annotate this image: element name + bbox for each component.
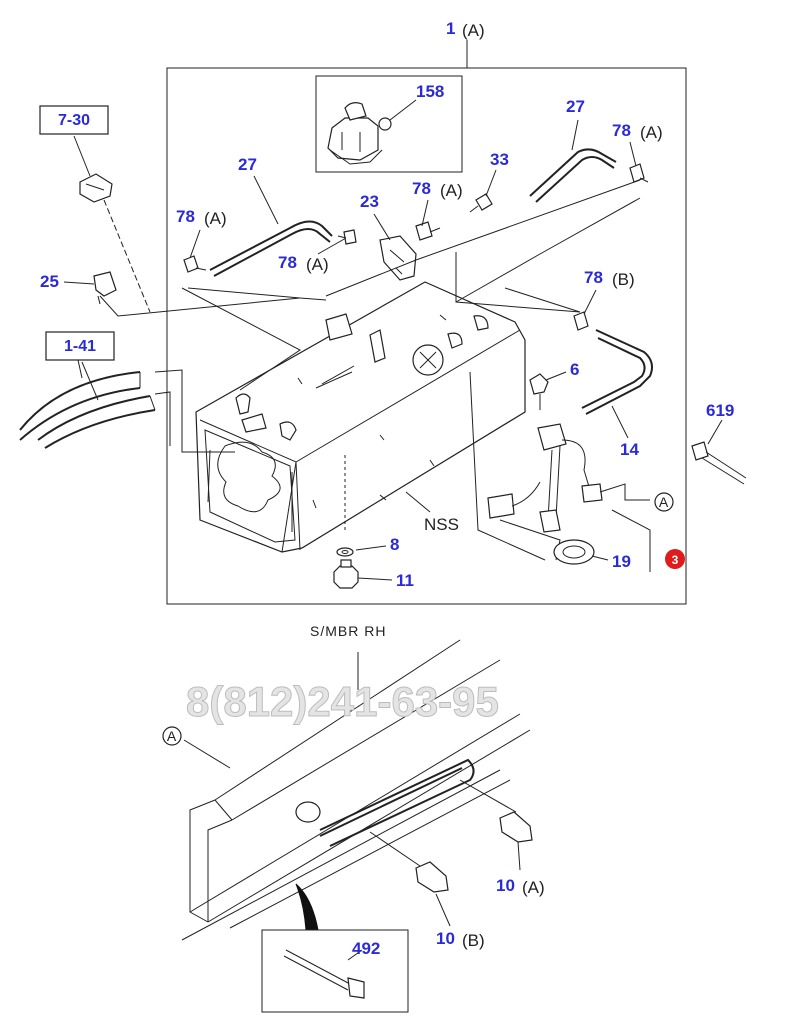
callout-19: 19 [612, 552, 631, 571]
clamp-78-b [573, 311, 589, 331]
callout-78-mid-suffix: (A) [306, 255, 329, 274]
callout-14: 14 [620, 440, 639, 459]
callout-10-a-number: 10 [496, 876, 515, 895]
callout-10-b-number: 10 [436, 929, 455, 948]
ref-circle-a-upper [654, 492, 674, 512]
callout-78-top-number: 78 [412, 179, 431, 198]
selection-badge-number: 3 [672, 553, 679, 567]
callout-27-left: 27 [238, 155, 257, 174]
nss-label: NSS [424, 515, 459, 534]
callout-78-left-number: 78 [176, 207, 195, 226]
washer-8-part [336, 547, 354, 557]
ref-box-1-41 [45, 331, 115, 361]
detail-pointer-wedge [295, 883, 319, 931]
ref-circle-a-lower [162, 726, 182, 746]
callout-10-b-suffix: (B) [462, 931, 485, 950]
callout-619: 619 [706, 401, 734, 420]
callout-1-number: 1 [446, 19, 455, 38]
callout-78-b-suffix: (B) [612, 270, 635, 289]
callout-11: 11 [396, 571, 414, 590]
clamp-78-middle [337, 229, 357, 245]
cable-tie-619-part [691, 441, 747, 485]
callout-78-right-number: 78 [612, 121, 631, 140]
part-25-connector [93, 271, 117, 305]
part-7-30-connector [79, 173, 113, 203]
smbr-rh-label: S/MBR RH [310, 623, 386, 639]
callout-158: 158 [416, 82, 444, 101]
cable-tie-492-part [283, 949, 365, 999]
ref-box-7-30 [39, 105, 109, 135]
side-member-rh [181, 639, 531, 941]
ref-circle-a-upper-label: A [659, 494, 669, 510]
fuel-tank-body [195, 281, 526, 553]
callout-78-mid-number: 78 [278, 253, 297, 272]
phone-watermark: 8(812)241-63-95 [186, 678, 499, 725]
callout-78-left-suffix: (A) [204, 209, 227, 228]
main-assembly-frame [166, 67, 687, 605]
callout-492: 492 [352, 939, 380, 958]
callout-78-right-suffix: (A) [640, 123, 663, 142]
clamp-78-near-23 [415, 221, 441, 241]
screw-33-part [469, 193, 493, 213]
callout-6: 6 [570, 360, 579, 379]
callout-33: 33 [490, 150, 509, 169]
callout-10-a-suffix: (A) [522, 878, 545, 897]
callout-25: 25 [40, 272, 59, 291]
callout-1-suffix: (A) [462, 21, 485, 40]
callout-78-b-number: 78 [584, 268, 603, 287]
callout-23: 23 [360, 192, 379, 211]
drain-plug-11-part [333, 559, 359, 589]
callout-8: 8 [390, 535, 399, 554]
filler-hoses-1-41 [19, 371, 156, 449]
clip-10-b-part [415, 861, 449, 893]
ref-box-7-30-label: 7-30 [58, 112, 90, 129]
callout-78-top-suffix: (A) [440, 181, 463, 200]
clamp-78-right-top [629, 163, 649, 183]
gasket-19-part [553, 539, 595, 565]
ref-circle-a-lower-label: A [167, 728, 177, 744]
clamp-78-left [183, 255, 207, 273]
inset-box-492 [261, 929, 409, 1013]
bracket-23-part [379, 235, 417, 281]
callout-27-right: 27 [566, 97, 585, 116]
clip-10-a-part [499, 811, 533, 843]
hose-14-part [581, 329, 653, 415]
check-valve-158-part [327, 102, 392, 165]
fuel-sender-unit [487, 373, 603, 533]
vent-hose-27-left [209, 220, 333, 277]
ref-box-1-41-label: 1-41 [64, 338, 96, 355]
vent-hose-27-right [529, 148, 617, 203]
selection-badge[interactable] [665, 549, 685, 569]
inset-box-158 [315, 75, 463, 173]
